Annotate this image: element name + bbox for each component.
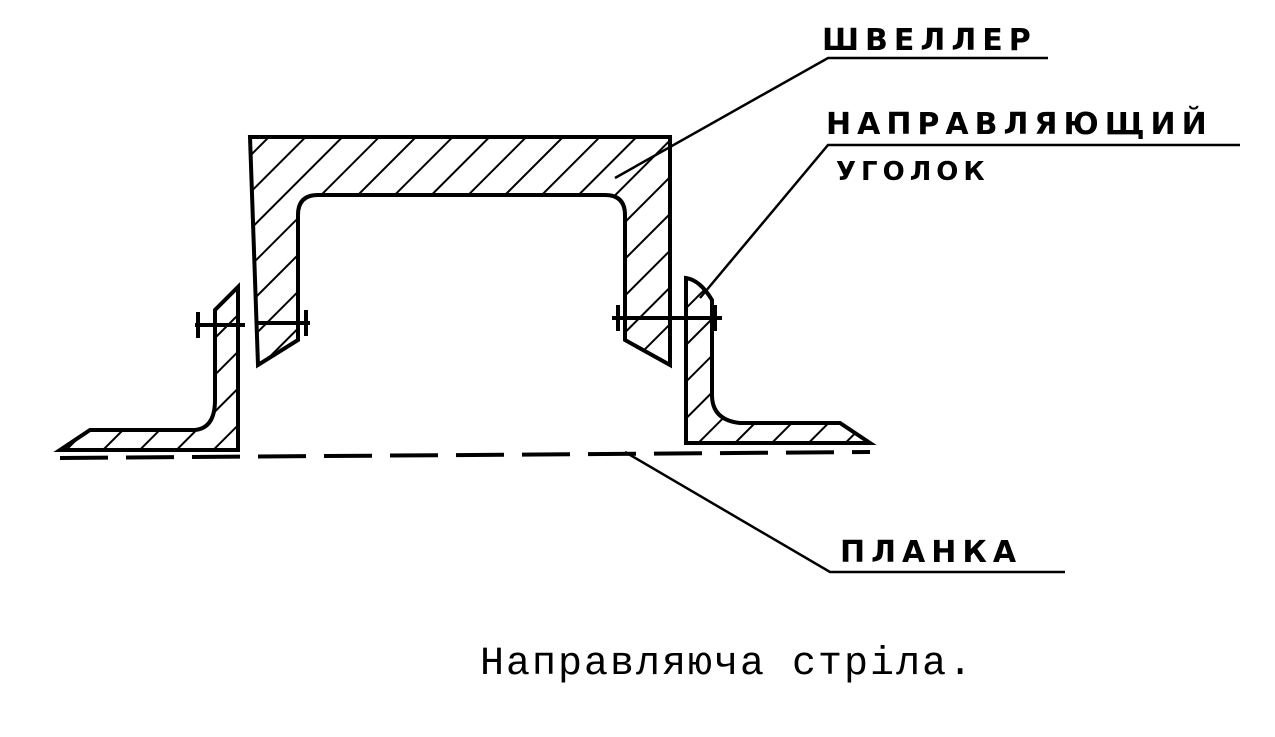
channel-leader [614, 56, 1048, 180]
left-guide-angle [53, 282, 240, 452]
plate-leader [624, 450, 1065, 574]
right-guide-angle [684, 275, 877, 445]
guide-angle-label-line1: НАПРАВЛЯЮЩИЙ [826, 106, 1213, 142]
left-inner-bolt [258, 310, 310, 336]
left-outer-bolt [195, 312, 245, 338]
plate-line [59, 450, 871, 460]
plate-label: ПЛАНКА [840, 535, 1022, 570]
guide-angle-label-line2: УГОЛОК [836, 157, 990, 187]
guide-angle-leader [699, 143, 1240, 299]
right-bolt [612, 305, 722, 331]
channel-section [247, 135, 672, 369]
channel-label: ШВЕЛЛЕР [822, 23, 1037, 58]
figure-caption: Направляюча стріла. [480, 642, 974, 687]
